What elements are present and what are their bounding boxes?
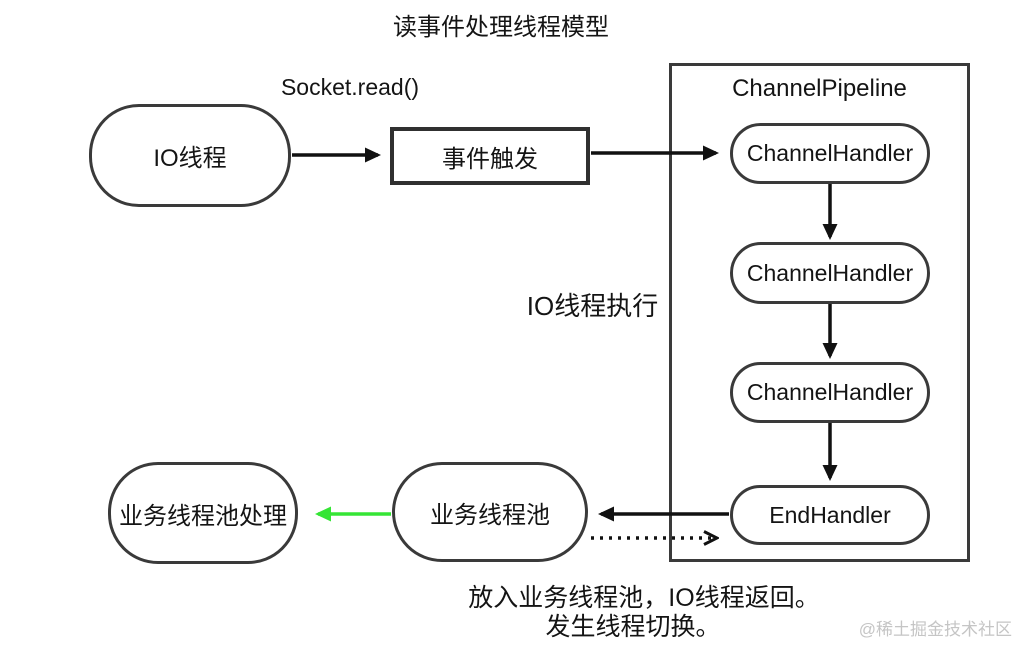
watermark: @稀土掘金技术社区 bbox=[858, 620, 1012, 639]
socket-read-label: Socket.read() bbox=[280, 74, 420, 100]
node-biz-pool-process: 业务线程池处理 bbox=[108, 462, 298, 564]
node-channel-handler-3: ChannelHandler bbox=[730, 362, 930, 423]
node-io-thread-label: IO线程 bbox=[153, 145, 227, 172]
diagram-title: 读事件处理线程模型 bbox=[393, 14, 609, 41]
node-biz-pool: 业务线程池 bbox=[392, 462, 588, 562]
node-channel-handler-3-label: ChannelHandler bbox=[746, 379, 914, 405]
node-end-handler-label: EndHandler bbox=[769, 501, 891, 528]
note-line-2: 发生线程切换。 bbox=[545, 613, 721, 641]
node-end-handler: EndHandler bbox=[730, 485, 930, 545]
node-event-trigger: 事件触发 bbox=[390, 127, 590, 185]
node-channel-handler-1: ChannelHandler bbox=[730, 123, 930, 184]
channel-pipeline-label: ChannelPipeline bbox=[732, 75, 907, 102]
node-biz-pool-process-label: 业务线程池处理 bbox=[119, 502, 287, 530]
node-channel-pipeline: ChannelPipeline bbox=[669, 63, 970, 562]
node-channel-handler-2-label: ChannelHandler bbox=[746, 259, 914, 286]
node-channel-handler-1-label: ChannelHandler bbox=[746, 140, 914, 166]
node-channel-handler-2: ChannelHandler bbox=[730, 242, 930, 304]
node-event-trigger-label: 事件触发 bbox=[442, 145, 538, 173]
io-exec-label: IO线程执行 bbox=[526, 291, 659, 321]
note-line-1: 放入业务线程池，IO线程返回。 bbox=[468, 584, 820, 612]
node-biz-pool-label: 业务线程池 bbox=[430, 501, 550, 529]
node-io-thread: IO线程 bbox=[89, 104, 291, 207]
